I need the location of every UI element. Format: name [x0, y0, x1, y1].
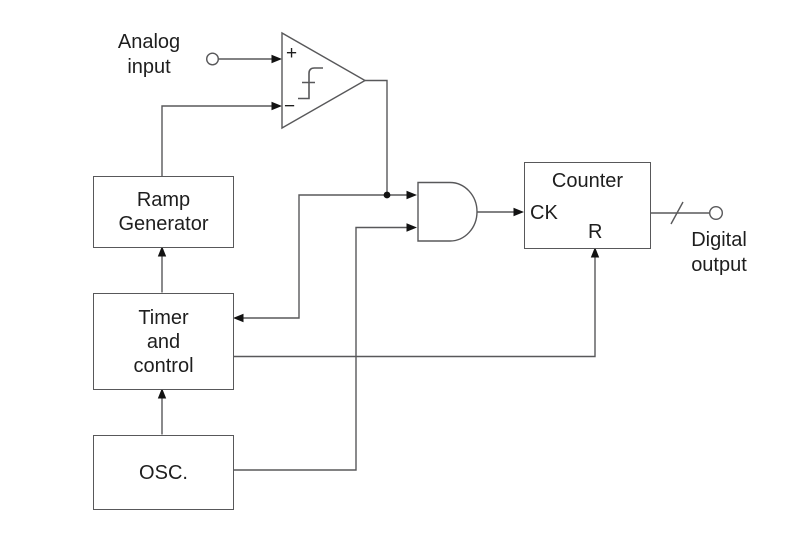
- osc-to-and-wire: [232, 226, 411, 471]
- timer-to-counter-reset-wire: [232, 252, 596, 358]
- analog-input-label: Analog input: [99, 30, 199, 80]
- arrowhead-and-top: [406, 190, 417, 200]
- bus-slash: [670, 201, 684, 225]
- digital-output-label: Digital output: [669, 228, 769, 278]
- comparator-triangle: [281, 31, 367, 130]
- oscillator-label: OSC.: [139, 461, 188, 484]
- arrowhead-comparator-plus: [271, 54, 282, 64]
- digital-output-terminal: [709, 205, 724, 220]
- counter-block: Counter CK R: [524, 162, 651, 249]
- arrowhead-timer-feedback: [233, 313, 244, 323]
- counter-title: Counter: [551, 170, 624, 192]
- junction-dot: [383, 191, 391, 199]
- timer-control-label-line3: control: [133, 354, 194, 377]
- timer-control-label-line1: Timer: [138, 306, 189, 329]
- oscillator-block: OSC.: [93, 435, 234, 510]
- ramp-generator-label-line2: Generator: [118, 213, 209, 235]
- counter-reset-pin-label: R: [588, 221, 603, 243]
- analog-input-terminal: [205, 52, 219, 66]
- timer-control-label-line2: and: [146, 330, 181, 353]
- analog-input-label-line1: Analog: [117, 31, 181, 53]
- ramp-generator-label-line1: Ramp: [136, 189, 191, 211]
- arrowhead-counter-reset: [590, 247, 600, 258]
- timer-control-block: Timer and control: [93, 293, 234, 390]
- comparator-plus-sign: +: [286, 43, 298, 64]
- comparator-output-wire: [365, 79, 388, 195]
- ramp-generator-block: Ramp Generator: [93, 176, 234, 248]
- and-gate: [417, 181, 478, 242]
- ramp-to-comparator-wire: [161, 105, 272, 177]
- arrowhead-and-bottom: [406, 223, 417, 232]
- analog-input-label-line2: input: [127, 56, 171, 78]
- digital-output-label-line2: output: [691, 254, 747, 276]
- feedback-to-timer-wire: [238, 194, 387, 319]
- arrowhead-comparator-minus: [271, 101, 282, 111]
- counter-clock-pin-label: CK: [530, 202, 558, 224]
- arrowhead-counter-ck: [513, 207, 524, 217]
- digital-output-label-line1: Digital: [691, 229, 747, 251]
- arrowhead-ramp-input: [157, 246, 167, 257]
- arrowhead-timer-clock: [157, 388, 167, 399]
- hysteresis-icon: [298, 67, 323, 100]
- comparator-minus-sign: −: [284, 96, 296, 117]
